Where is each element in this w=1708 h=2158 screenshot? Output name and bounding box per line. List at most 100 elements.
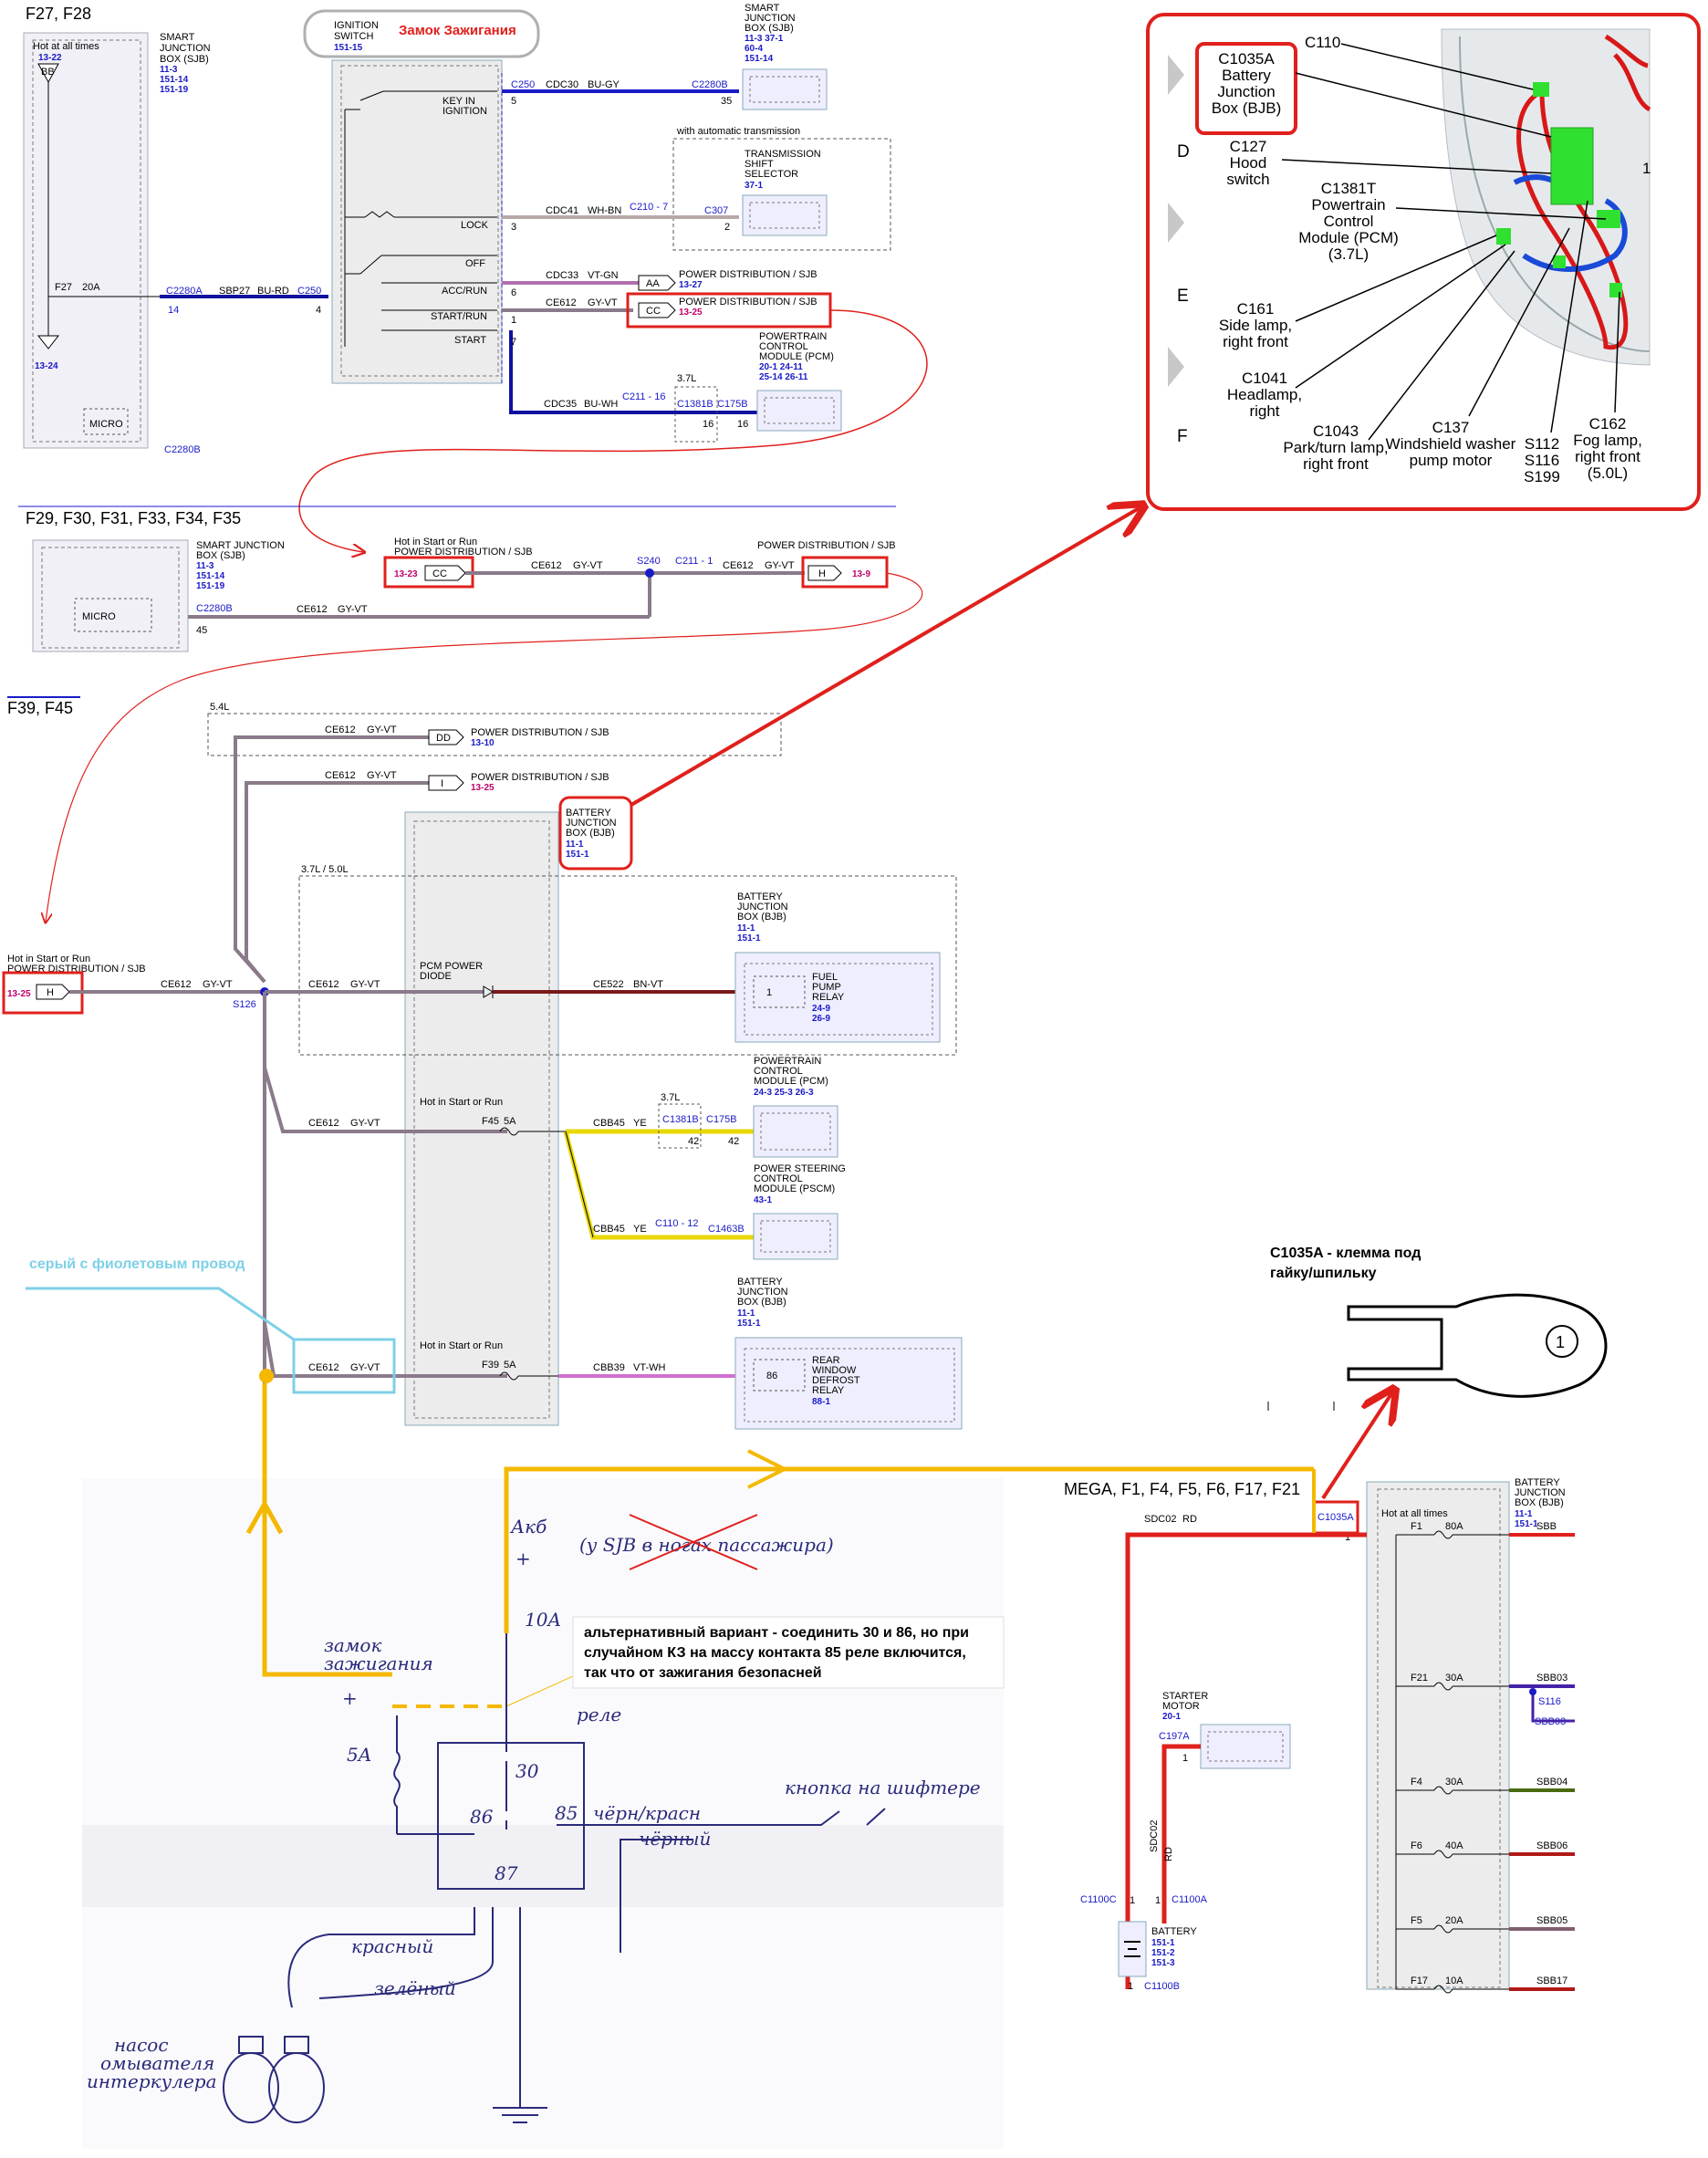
ignition-switch-box bbox=[331, 59, 503, 384]
key-in-label-2: IGNITION bbox=[443, 106, 487, 117]
photo-c1041-3: right bbox=[1249, 402, 1279, 420]
sjb-mid-ref-2: 151-14 bbox=[196, 571, 225, 581]
pin-16-a: 16 bbox=[703, 419, 713, 430]
photo-c162-2: Fog lamp, bbox=[1573, 432, 1642, 449]
pcm-top-ref-2: 25-14 26-11 bbox=[759, 372, 808, 382]
fuse-symbol bbox=[1433, 1786, 1453, 1795]
c2280b-pin-35: 35 bbox=[721, 96, 732, 107]
photo-c137-1: C137 bbox=[1432, 419, 1470, 436]
fuse-f27-label: F27 bbox=[55, 282, 72, 293]
photo-c161-3: right front bbox=[1223, 333, 1288, 350]
pcm-top-title-2: CONTROL bbox=[759, 341, 808, 352]
bjb-title-2: JUNCTION bbox=[566, 818, 617, 829]
tss-title-3: SELECTOR bbox=[745, 169, 798, 180]
alt-note-2: случайном КЗ на массу контакта 85 реле в… bbox=[584, 1645, 966, 1661]
ignition-callout-bubble bbox=[303, 9, 540, 58]
pin-6: 6 bbox=[511, 287, 516, 298]
pd-sjb-i: POWER DISTRIBUTION / SJB bbox=[471, 772, 609, 783]
s116-label: S116 bbox=[1538, 1696, 1561, 1707]
fuse-f27-amp: 20A bbox=[82, 282, 100, 293]
h-connector-mid: H bbox=[818, 568, 826, 579]
ign-switch-title-1: IGNITION bbox=[334, 20, 379, 31]
pd-sjb-cc: POWER DISTRIBUTION / SJB bbox=[679, 297, 818, 308]
ce612-mid-c: CE612 bbox=[723, 560, 754, 571]
sjb2-ref-1: 11-3 37-1 bbox=[745, 34, 784, 44]
battery-ref-2: 151-2 bbox=[1151, 1948, 1175, 1958]
fpr-ref-2: 26-9 bbox=[812, 1014, 830, 1024]
sketch-pump-1: насос bbox=[114, 2034, 169, 2056]
fuel-pump-relay-box bbox=[734, 952, 941, 1043]
cc-connector-top: CC bbox=[646, 306, 661, 317]
pin-42-b: 42 bbox=[728, 1136, 739, 1147]
sketch-pin-86: 86 bbox=[470, 1806, 494, 1828]
acc-run-label: ACC/RUN bbox=[442, 286, 487, 297]
pd-sjb-aa: POWER DISTRIBUTION / SJB bbox=[679, 269, 818, 280]
photo-c137-2: Windshield washer bbox=[1386, 435, 1516, 453]
h-connector-lower: H bbox=[47, 987, 54, 998]
s126-label: S126 bbox=[233, 999, 256, 1010]
photo-c1035a-4: Box (BJB) bbox=[1212, 99, 1282, 117]
sjb-ref-1: 11-3 bbox=[160, 65, 178, 75]
fuse-f39-amp: 5A bbox=[504, 1360, 516, 1371]
wh-bn-label: WH-BN bbox=[588, 205, 621, 216]
bu-rd-label: BU-RD bbox=[257, 286, 289, 297]
c1100a-pin: 1 bbox=[1155, 1895, 1161, 1906]
photo-s199: S199 bbox=[1524, 468, 1560, 485]
sdc02-vert: SDC02 bbox=[1149, 1820, 1160, 1852]
row-e: E bbox=[1177, 287, 1189, 306]
hot-sr-f45: Hot in Start or Run bbox=[420, 1097, 503, 1108]
i-connector: I bbox=[441, 778, 443, 789]
splice-s240 bbox=[645, 568, 654, 578]
photo-c1381t-2: Powertrain bbox=[1311, 196, 1385, 214]
fuse-name: F4 bbox=[1411, 1777, 1422, 1788]
ce612-h: CE612 bbox=[161, 979, 192, 990]
aa-connector: AA bbox=[646, 278, 660, 289]
ign-switch-title-2: SWITCH bbox=[334, 31, 373, 42]
c2280b-cut-label: C2280B bbox=[164, 444, 201, 455]
c175b-top: C175B bbox=[717, 399, 748, 410]
pin-7: 7 bbox=[511, 337, 516, 348]
sjb-title-1: SMART bbox=[160, 32, 195, 43]
ce612-f39: CE612 bbox=[308, 1362, 339, 1373]
tss-title-1: TRANSMISSION bbox=[745, 149, 821, 160]
ref-13-25-i: 13-25 bbox=[471, 783, 495, 793]
fuse-name: F5 bbox=[1411, 1915, 1422, 1926]
pin-45: 45 bbox=[196, 625, 207, 636]
fuse-symbol bbox=[1433, 1850, 1453, 1859]
photo-c162-3: right front bbox=[1575, 448, 1640, 465]
zamok-zazhiganiya-label: Замок Зажигания bbox=[399, 23, 516, 38]
lock-label: LOCK bbox=[461, 220, 489, 231]
sjb-ref-2: 151-14 bbox=[160, 75, 189, 85]
bn-vt-label: BN-VT bbox=[633, 979, 663, 990]
red-link-cc-to-s2 bbox=[298, 309, 928, 552]
bjb3-title-3: BOX (BJB) bbox=[737, 1297, 786, 1308]
ign-switch-ref: 151-15 bbox=[334, 43, 363, 53]
sjb-mid-ref-3: 151-19 bbox=[196, 581, 225, 591]
cbb39-label: CBB39 bbox=[593, 1362, 625, 1373]
fuse-name: F6 bbox=[1411, 1840, 1422, 1851]
c1381b-lower: C1381B bbox=[662, 1114, 699, 1125]
rwd-title-4: RELAY bbox=[812, 1385, 845, 1396]
cbb45-label-a: CBB45 bbox=[593, 1118, 625, 1129]
gy-vt-f39: GY-VT bbox=[350, 1362, 380, 1373]
ref-13-9: 13-9 bbox=[852, 569, 870, 579]
bb-label: BB bbox=[41, 67, 55, 78]
photo-c162-1: C162 bbox=[1589, 415, 1627, 433]
ye-label-b: YE bbox=[633, 1224, 647, 1235]
photo-edge-marker: 1 bbox=[1642, 160, 1651, 177]
c197a-label: C197A bbox=[1159, 1731, 1190, 1742]
dd-connector: DD bbox=[436, 733, 451, 744]
ref-13-22: 13-22 bbox=[38, 53, 62, 63]
row-f: F bbox=[1177, 427, 1188, 446]
grey-violet-annotation: серый с фиолетовым провод bbox=[29, 1256, 245, 1272]
c307-pin: 2 bbox=[724, 222, 730, 233]
section-mega: MEGA, F1, F4, F5, F6, F17, F21 Hot at al… bbox=[1064, 1402, 1575, 1994]
row-d: D bbox=[1177, 142, 1190, 162]
sketch-pin-30: 30 bbox=[516, 1760, 539, 1782]
photo-c1381t-4: Module (PCM) bbox=[1298, 229, 1399, 246]
rwd-ref: 88-1 bbox=[812, 1397, 830, 1407]
fpr-title-3: RELAY bbox=[812, 992, 845, 1003]
section-f27-f28: F27, F28 Hot at all times 13-22 BB 13-24… bbox=[23, 5, 328, 455]
pcm-top-title-3: MODULE (PCM) bbox=[759, 351, 834, 362]
v54-label: 5.4L bbox=[210, 702, 229, 713]
